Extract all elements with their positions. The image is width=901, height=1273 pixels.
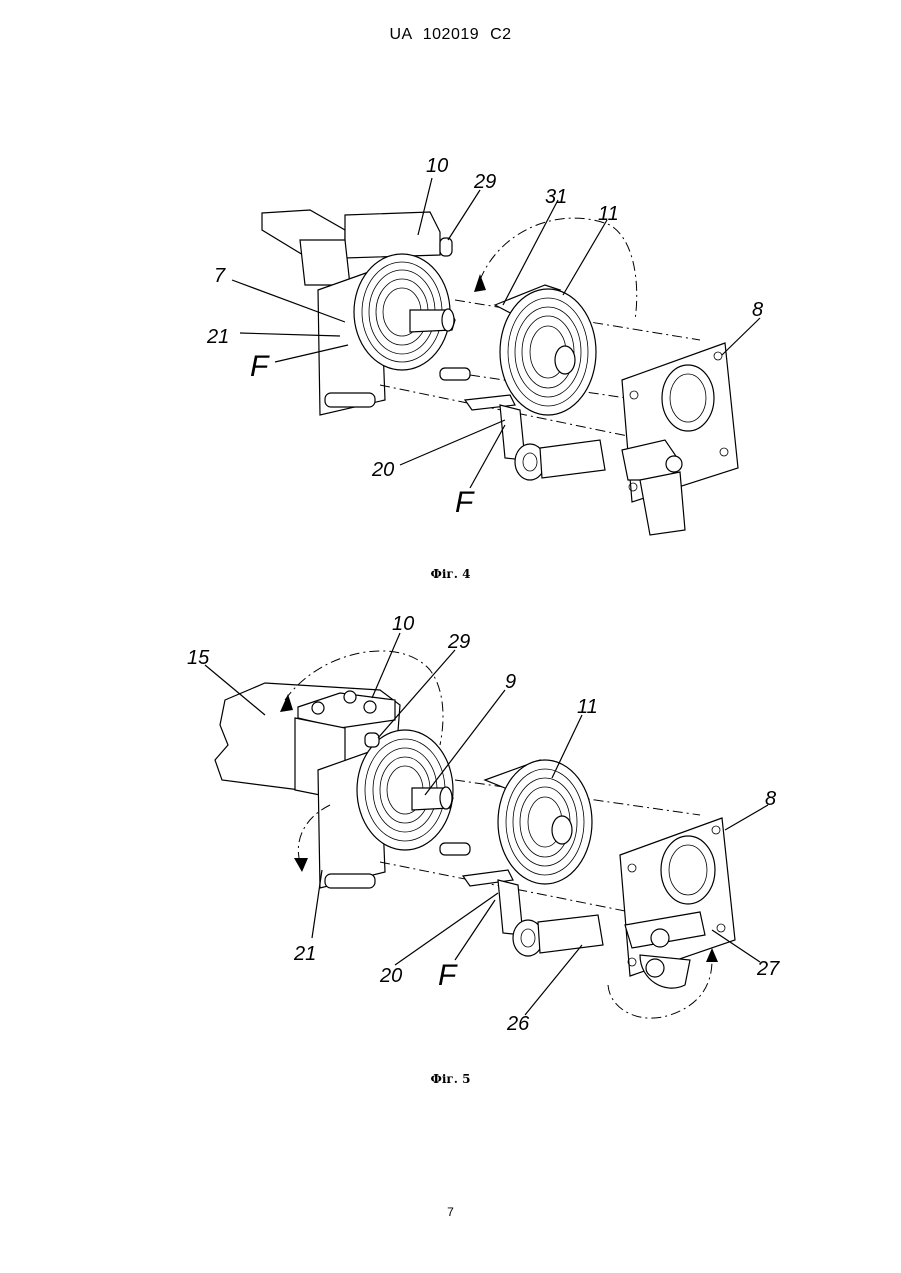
label-21: 21 bbox=[293, 943, 316, 965]
label-10: 10 bbox=[426, 155, 448, 177]
label-9: 9 bbox=[505, 671, 516, 693]
label-F: F bbox=[438, 959, 458, 992]
label-11: 11 bbox=[577, 696, 598, 718]
label-8: 8 bbox=[765, 788, 776, 810]
figure-5-svg: 15 10 29 9 11 8 21 20 F 26 27 bbox=[0, 610, 901, 1030]
label-20: 20 bbox=[379, 965, 402, 987]
label-29: 29 bbox=[447, 631, 470, 653]
label-10: 10 bbox=[392, 613, 414, 635]
label-26: 26 bbox=[506, 1013, 530, 1030]
label-11: 11 bbox=[598, 203, 619, 225]
figure-5-caption: Фіг. 5 bbox=[0, 1072, 901, 1086]
label-31: 31 bbox=[545, 186, 567, 208]
label-15: 15 bbox=[187, 647, 210, 669]
patent-header: UA 102019 C2 bbox=[0, 26, 901, 44]
figure-4-caption: Фіг. 4 bbox=[0, 567, 901, 581]
figure-5-drawing: 15 10 29 9 11 8 21 20 F 26 27 bbox=[0, 610, 901, 1030]
figure-4-svg: 10 29 31 11 7 8 21 F 20 F bbox=[0, 150, 901, 550]
label-29: 29 bbox=[473, 171, 496, 193]
label-F-left: F bbox=[250, 350, 270, 383]
label-8: 8 bbox=[752, 299, 763, 321]
label-21: 21 bbox=[206, 326, 229, 348]
figure-4-drawing: 10 29 31 11 7 8 21 F 20 F bbox=[0, 150, 901, 550]
label-7: 7 bbox=[214, 265, 226, 287]
label-20: 20 bbox=[371, 459, 394, 481]
page-number: 7 bbox=[0, 1205, 901, 1219]
label-F-bottom: F bbox=[455, 486, 475, 519]
label-27: 27 bbox=[756, 958, 780, 980]
